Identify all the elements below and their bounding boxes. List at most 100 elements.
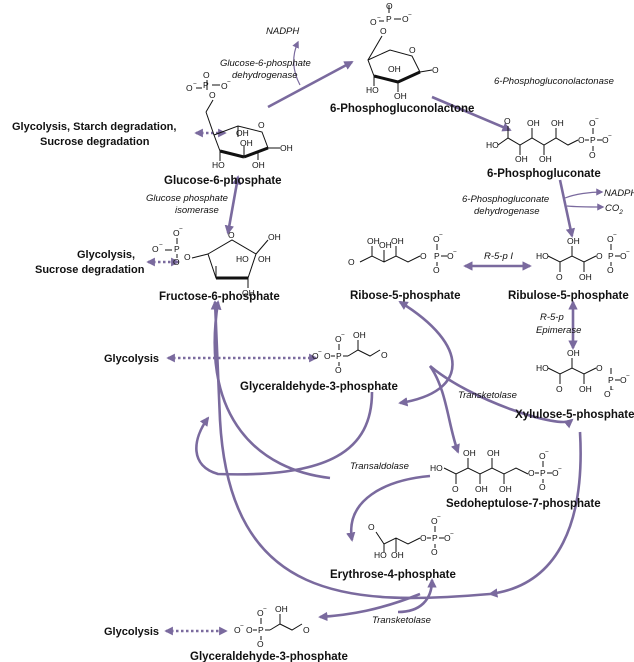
arrow-transaldolase	[346, 474, 431, 542]
svg-text:−: −	[613, 232, 617, 239]
svg-text:O: O	[257, 608, 264, 618]
glycolysis-starch-label-line1: Glycolysis, Starch degradation,	[12, 121, 176, 133]
svg-text:O: O	[173, 257, 180, 267]
glycolysis-mid-label: Glycolysis	[104, 353, 159, 365]
svg-text:−: −	[608, 133, 612, 140]
glucose-6-phosphate-structure: O P O O− O− O OH OH HO OH OH	[186, 70, 293, 170]
svg-text:O: O	[420, 533, 427, 543]
arrow-g6p-to-pgl	[267, 60, 354, 109]
svg-text:HO: HO	[236, 254, 249, 264]
svg-text:OH: OH	[527, 118, 540, 128]
svg-text:−: −	[240, 623, 244, 630]
xylulose-5-phosphate-structure: HO O OH OH O P O− O−	[536, 348, 630, 399]
svg-text:O: O	[228, 230, 235, 240]
arrow-co2-release	[566, 203, 605, 211]
pgdh-label-line1: 6-Phosphogluconate	[462, 194, 549, 205]
svg-text:HO: HO	[374, 550, 387, 560]
g6pdh-label-line2: dehydrogenase	[232, 70, 298, 81]
glycolysis-sucrose-label-line2: Sucrose degradation	[35, 264, 145, 276]
svg-text:OH: OH	[463, 448, 476, 458]
svg-text:OH: OH	[487, 448, 500, 458]
svg-text:OH: OH	[268, 232, 281, 242]
svg-text:O: O	[552, 468, 559, 478]
svg-text:−: −	[377, 15, 381, 22]
svg-text:HO: HO	[212, 160, 225, 170]
svg-text:P: P	[258, 625, 264, 635]
svg-text:O: O	[234, 625, 241, 635]
svg-text:OH: OH	[579, 272, 592, 282]
svg-text:O: O	[602, 135, 609, 145]
svg-text:O: O	[246, 625, 253, 635]
rpe-label-line1: R-5-p	[540, 312, 564, 323]
svg-text:O: O	[578, 135, 585, 145]
svg-text:−: −	[453, 249, 457, 256]
svg-text:O: O	[604, 389, 611, 399]
svg-text:O: O	[221, 81, 228, 91]
glyceraldehyde-3-phosphate-mid-structure: O P O− O O− OH O	[312, 330, 388, 375]
svg-text:P: P	[386, 14, 392, 24]
svg-text:OH: OH	[258, 254, 271, 264]
svg-text:O: O	[620, 251, 627, 261]
svg-text:O: O	[589, 118, 596, 128]
svg-text:HO: HO	[430, 463, 443, 473]
svg-text:O: O	[433, 234, 440, 244]
sedoheptulose-7-phosphate-structure: HO O OH OH OH OH O P O− O− O	[430, 448, 562, 494]
svg-text:HO: HO	[536, 363, 549, 373]
svg-text:P: P	[608, 375, 614, 385]
6-phosphogluconolactone-label: 6-Phosphogluconolactone	[330, 103, 474, 115]
transketolase-2-label: Transketolase	[372, 615, 431, 626]
svg-text:OH: OH	[242, 288, 255, 298]
svg-text:HO: HO	[536, 251, 549, 261]
svg-text:−: −	[439, 232, 443, 239]
svg-text:−: −	[545, 449, 549, 456]
svg-text:−: −	[227, 79, 231, 86]
svg-text:O: O	[335, 334, 342, 344]
rpe-label-line2: Epimerase	[536, 325, 581, 336]
svg-text:P: P	[540, 468, 546, 478]
svg-text:OH: OH	[499, 484, 512, 494]
glyceraldehyde-3-phosphate-bottom-label: Glyceraldehyde-3-phosphate	[190, 651, 348, 662]
svg-text:−: −	[610, 387, 614, 394]
arrow-nadph-release-right	[564, 188, 604, 199]
svg-text:O: O	[431, 516, 438, 526]
svg-text:O: O	[303, 625, 310, 635]
ribose-5-phosphate-label: Ribose-5-phosphate	[350, 290, 461, 302]
svg-text:O: O	[589, 150, 596, 160]
svg-text:O: O	[539, 482, 546, 492]
svg-text:−: −	[450, 531, 454, 538]
svg-text:HO: HO	[366, 85, 379, 95]
svg-text:−: −	[318, 349, 322, 356]
svg-text:OH: OH	[391, 550, 404, 560]
svg-text:−: −	[626, 373, 630, 380]
svg-text:P: P	[203, 80, 209, 90]
svg-text:OH: OH	[275, 604, 288, 614]
svg-text:O: O	[186, 83, 193, 93]
svg-text:O: O	[420, 251, 427, 261]
svg-text:P: P	[336, 351, 342, 361]
svg-text:HO: HO	[486, 140, 499, 150]
arrow-transketolase-2-g3p	[318, 592, 421, 622]
glycolysis-bottom-label: Glycolysis	[104, 626, 159, 638]
arrow-f6p-from-transaldolase	[212, 300, 331, 480]
svg-text:−: −	[626, 249, 630, 256]
transketolase-1-label: Transketolase	[458, 390, 517, 401]
svg-text:O: O	[539, 451, 546, 461]
svg-text:P: P	[432, 533, 438, 543]
svg-text:P: P	[434, 251, 440, 261]
transaldolase-label: Transaldolase	[350, 461, 409, 472]
svg-text:OH: OH	[394, 91, 407, 101]
svg-text:O: O	[620, 375, 627, 385]
svg-text:−: −	[437, 514, 441, 521]
xylulose-5-phosphate-label: Xylulose-5-phosphate	[515, 409, 634, 421]
arrow-nadph-release-top	[292, 40, 301, 86]
svg-text:OH: OH	[353, 330, 366, 340]
svg-text:P: P	[590, 135, 596, 145]
svg-text:OH: OH	[539, 154, 552, 164]
pgdh-label-line2: dehydrogenase	[474, 206, 540, 217]
arrow-xu5p-transketolase-2	[488, 431, 582, 598]
ribulose-5-phosphate-label: Ribulose-5-phosphate	[508, 290, 629, 302]
co2-label: CO2	[605, 203, 623, 216]
svg-text:OH: OH	[475, 484, 488, 494]
svg-text:OH: OH	[391, 236, 404, 246]
6-phosphogluconate-label: 6-Phosphogluconate	[487, 168, 601, 180]
